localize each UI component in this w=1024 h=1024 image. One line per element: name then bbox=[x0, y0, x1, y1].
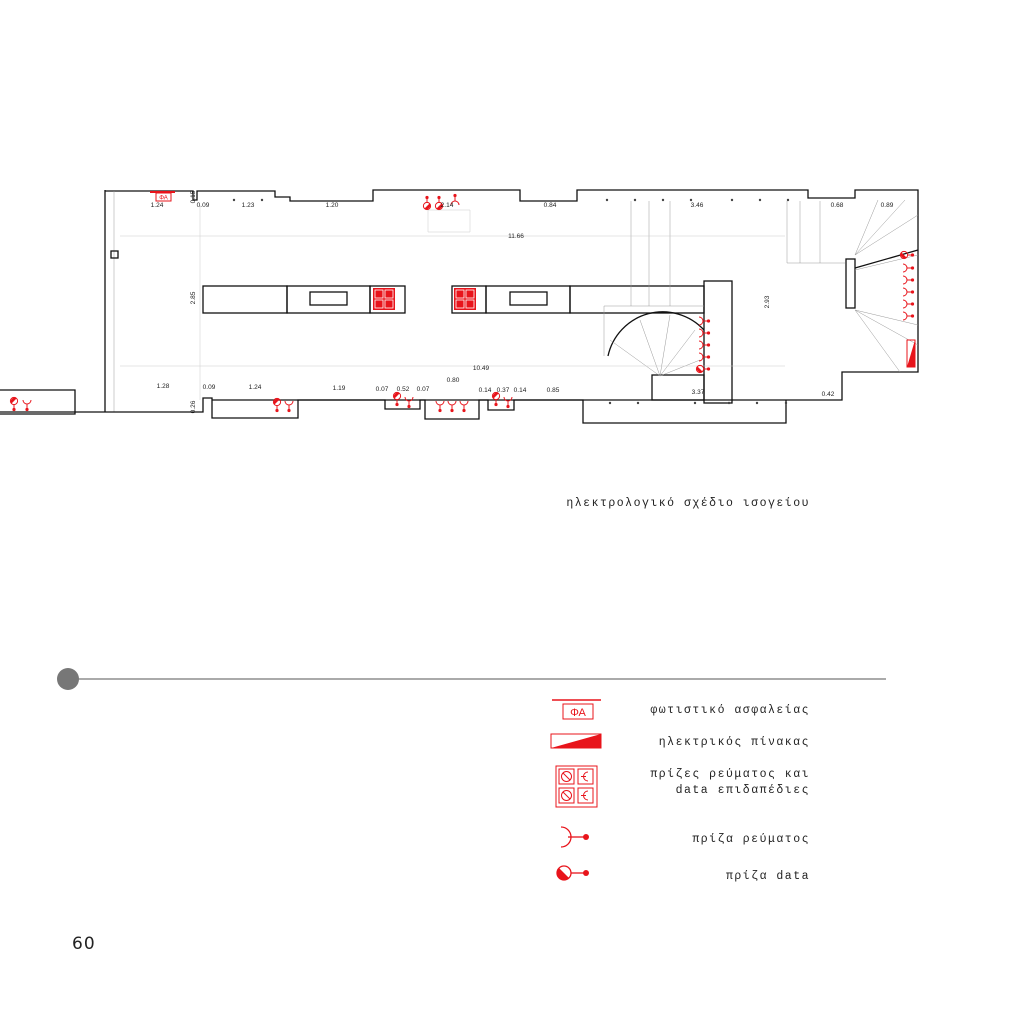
power-socket-icon bbox=[902, 263, 915, 273]
svg-text:10.49: 10.49 bbox=[473, 365, 490, 372]
emergency-light-icon: ΦΑ bbox=[552, 699, 601, 720]
svg-text:0.37: 0.37 bbox=[497, 387, 510, 394]
svg-text:2.85: 2.85 bbox=[190, 291, 197, 304]
svg-text:0.09: 0.09 bbox=[197, 202, 210, 209]
power-socket-icon bbox=[902, 275, 915, 285]
page-number: 60 bbox=[72, 934, 96, 954]
svg-text:3.37: 3.37 bbox=[692, 389, 705, 396]
wall-markers bbox=[232, 198, 790, 405]
svg-text:1.24: 1.24 bbox=[151, 202, 164, 209]
legend-label: ηλεκτρικός πίνακας bbox=[659, 736, 810, 749]
floor-box-icon bbox=[453, 287, 477, 311]
legend-label: πρίζες ρεύματος και bbox=[650, 768, 810, 781]
floor-box-icon bbox=[555, 765, 598, 808]
svg-text:0.15: 0.15 bbox=[190, 190, 197, 203]
data-socket-icon bbox=[491, 391, 501, 407]
section-divider bbox=[57, 668, 886, 690]
svg-text:11.66: 11.66 bbox=[508, 233, 524, 240]
legend-label: πρίζα ρεύματος bbox=[692, 833, 810, 846]
power-socket-icon bbox=[503, 396, 513, 409]
power-socket-icon bbox=[902, 287, 915, 297]
power-socket-icon bbox=[902, 311, 915, 321]
power-socket-icon bbox=[447, 400, 457, 413]
data-socket-icon bbox=[556, 865, 589, 881]
svg-text:ΦΑ: ΦΑ bbox=[570, 707, 586, 719]
svg-text:1.24: 1.24 bbox=[249, 384, 262, 391]
data-socket-icon bbox=[422, 195, 432, 211]
svg-text:0.42: 0.42 bbox=[822, 391, 835, 398]
power-socket-icon bbox=[404, 396, 414, 409]
svg-text:0.07: 0.07 bbox=[417, 386, 430, 393]
data-socket-icon bbox=[9, 396, 19, 412]
electrical-panel-icon bbox=[550, 733, 602, 749]
svg-text:1.28: 1.28 bbox=[157, 383, 170, 390]
svg-text:0.14: 0.14 bbox=[479, 387, 492, 394]
svg-text:0.52: 0.52 bbox=[397, 386, 410, 393]
power-socket-icon bbox=[560, 826, 589, 848]
svg-text:1.23: 1.23 bbox=[242, 202, 255, 209]
power-socket-icon bbox=[902, 299, 915, 309]
legend-label: φωτιστικό ασφαλείας bbox=[650, 704, 810, 717]
legend-label: data επιδαπέδιες bbox=[676, 784, 810, 797]
floor-box-icon bbox=[372, 287, 396, 311]
svg-text:0.84: 0.84 bbox=[544, 202, 557, 209]
svg-text:ΦΑ: ΦΑ bbox=[159, 196, 168, 202]
legend: ΦΑ φωτιστικό ασφαλείας ηλεκτρικός πίνακα… bbox=[550, 699, 810, 883]
power-socket-icon bbox=[284, 400, 294, 413]
svg-text:0.80: 0.80 bbox=[447, 377, 460, 384]
floor-plan: ΦΑ 1.24 0.09 bbox=[0, 189, 919, 424]
emergency-light-plan: ΦΑ bbox=[150, 191, 175, 202]
svg-text:0.07: 0.07 bbox=[376, 386, 389, 393]
power-socket-icon bbox=[435, 400, 445, 413]
svg-text:3.46: 3.46 bbox=[691, 202, 704, 209]
legend-label: πρίζα data bbox=[726, 870, 810, 883]
svg-text:0.09: 0.09 bbox=[203, 384, 216, 391]
svg-text:0.89: 0.89 bbox=[881, 202, 894, 209]
svg-text:2.93: 2.93 bbox=[764, 295, 771, 308]
power-socket-icon bbox=[22, 399, 32, 412]
data-socket-icon bbox=[695, 364, 711, 374]
svg-text:0.85: 0.85 bbox=[547, 387, 560, 394]
dimension-labels: 1.24 0.09 1.23 1.20 2.14 0.84 3.46 0.68 … bbox=[151, 190, 894, 413]
svg-text:1.19: 1.19 bbox=[333, 385, 346, 392]
svg-text:0.14: 0.14 bbox=[514, 387, 527, 394]
svg-text:0.68: 0.68 bbox=[831, 202, 844, 209]
svg-text:2.14: 2.14 bbox=[441, 202, 454, 209]
drawing-title: ηλεκτρολογικό σχέδιο ισογείου bbox=[566, 497, 810, 510]
power-socket-icon bbox=[459, 400, 469, 413]
data-socket-icon bbox=[392, 391, 402, 407]
svg-text:0.26: 0.26 bbox=[190, 400, 197, 413]
svg-text:1.20: 1.20 bbox=[326, 202, 339, 209]
electrical-panel-plan bbox=[906, 339, 916, 368]
